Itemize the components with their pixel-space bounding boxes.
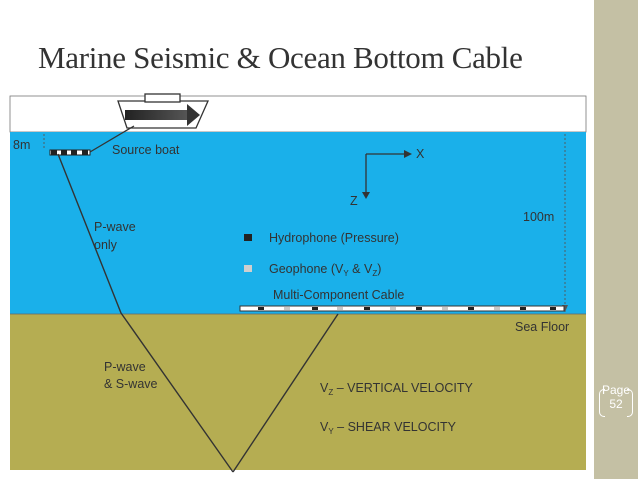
- depth-8m-label: 8m: [13, 138, 30, 152]
- axis-z-label: Z: [350, 194, 358, 208]
- boat-icon: [117, 93, 210, 129]
- hydrophone-legend-label: Hydrophone (Pressure): [269, 231, 399, 245]
- page-badge-left-bracket: [599, 389, 605, 417]
- geophone-sensors: [284, 307, 500, 310]
- hydrophone-legend-icon: [244, 234, 252, 241]
- ray-path-down: [57, 153, 234, 473]
- tow-line: [89, 125, 135, 153]
- geophone-legend-icon: [244, 265, 252, 272]
- side-strip: [594, 0, 638, 479]
- air-layer: [9, 95, 587, 133]
- source-boat-label: Source boat: [112, 143, 180, 157]
- cable-label: Multi-Component Cable: [273, 288, 404, 302]
- page-number-badge: Page 52: [599, 383, 633, 417]
- pwave-only-label-line1: P-wave: [94, 220, 136, 234]
- hydrophone-sensors: [258, 307, 556, 310]
- page-label: Page: [601, 383, 631, 397]
- ray-path-up: [232, 313, 339, 473]
- pswave-label-line1: P-wave: [104, 360, 146, 374]
- page-number: 52: [609, 397, 623, 411]
- geophone-legend-label: Geophone (VY & VZ): [269, 262, 381, 278]
- axis-x-label: X: [416, 147, 425, 161]
- vy-label: VY – SHEAR VELOCITY: [320, 420, 457, 436]
- page-badge-right-bracket: [627, 389, 633, 417]
- xz-axes-icon: [362, 150, 412, 199]
- pswave-label-line2: & S-wave: [104, 377, 158, 391]
- slide-title: Marine Seismic & Ocean Bottom Cable: [38, 40, 523, 75]
- multi-component-cable: [239, 305, 565, 312]
- vz-label: VZ – VERTICAL VELOCITY: [320, 381, 474, 397]
- source-array-icon: [49, 149, 91, 156]
- seabed-layer: [10, 314, 586, 470]
- pwave-only-label-line2: only: [94, 238, 118, 252]
- water-layer: [10, 132, 586, 314]
- water-depth-label: 100m: [523, 210, 554, 224]
- sea-floor-label: Sea Floor: [515, 320, 569, 334]
